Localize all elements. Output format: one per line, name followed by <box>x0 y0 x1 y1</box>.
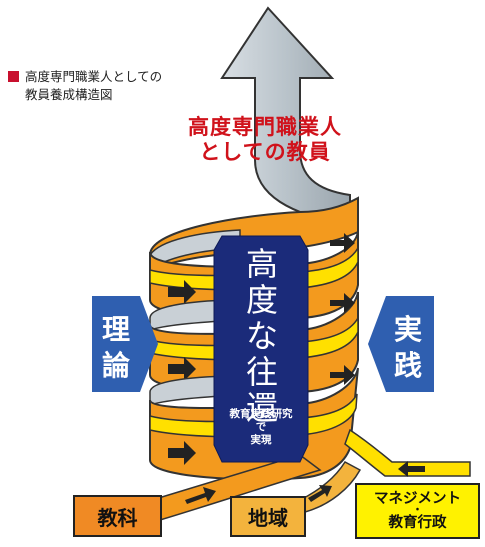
goal-text: 高度専門職業人 としての教員 <box>160 115 370 165</box>
caption-line-1: 高度専門職業人としての <box>25 69 163 84</box>
practice-char-2: 践 <box>393 349 422 382</box>
theory-char-2: 論 <box>101 349 130 382</box>
practice-label: 実 践 <box>388 312 428 384</box>
goal-line-2: としての教員 <box>199 140 331 164</box>
center-subtitle-line-2: で <box>255 421 267 433</box>
ribbon-kyoka <box>151 454 322 521</box>
center-char-1: 高 <box>245 245 278 283</box>
subject-box: 教科 <box>73 495 162 537</box>
center-subtitle-line-1: 教育実践研究 <box>229 408 293 420</box>
ribbon-chiiki-arrow <box>308 485 332 502</box>
center-char-2: 度 <box>245 281 278 319</box>
diagram-caption: 高度専門職業人としての 教員養成構造図 <box>8 68 162 104</box>
management-box: マネジメント ・ 教育行政 <box>355 483 480 539</box>
goal-line-1: 高度専門職業人 <box>188 115 342 139</box>
center-subtitle-line-3: 実現 <box>250 434 272 446</box>
right-practice-arrow <box>368 296 434 392</box>
caption-line-2: 教員養成構造図 <box>25 87 113 102</box>
management-dot: ・ <box>412 505 423 516</box>
ribbon-kyoka-arrow <box>185 487 216 504</box>
practice-char-1: 実 <box>393 313 422 346</box>
management-line-2: 教育行政 <box>388 515 447 531</box>
left-theory-arrow <box>92 296 158 392</box>
management-line-1: マネジメント <box>374 491 461 507</box>
theory-char-1: 理 <box>101 313 130 346</box>
ribbon-mgmt <box>344 428 471 477</box>
caption-square-icon <box>8 71 19 82</box>
ribbon-mgmt-arrow <box>398 461 425 477</box>
center-char-5: 還 <box>245 389 278 427</box>
center-char-3: な <box>245 317 278 355</box>
center-panel <box>213 235 309 463</box>
center-char-4: 往 <box>245 353 278 391</box>
theory-label: 理 論 <box>96 312 136 384</box>
center-title: 高 度 な 往 還 <box>226 246 298 426</box>
center-subtitle: 教育実践研究 で 実現 <box>218 408 304 447</box>
community-box: 地域 <box>230 496 306 537</box>
